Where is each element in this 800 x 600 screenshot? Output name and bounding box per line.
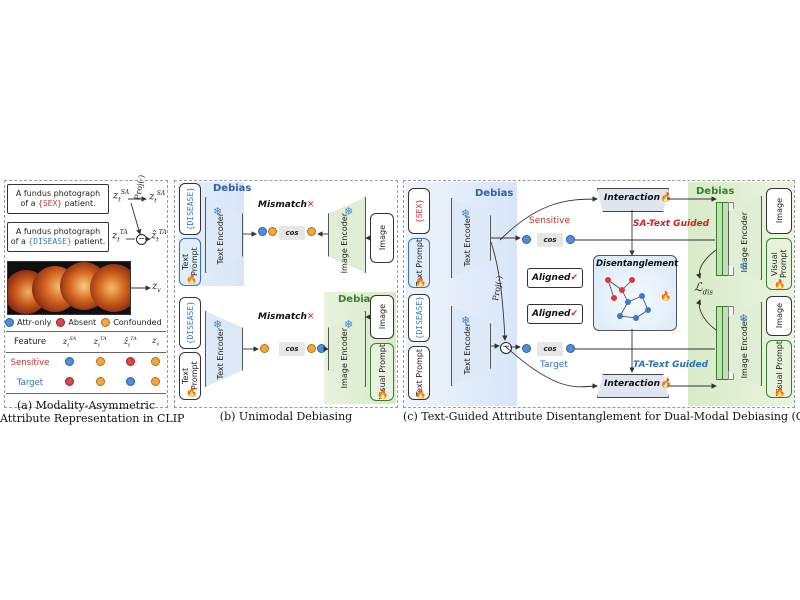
sex-prompt-box: A fundus photograph of a {SEX} patient. [7, 184, 109, 214]
b-upper-dot-left [258, 227, 267, 236]
sex-tag: {SEX} [38, 199, 63, 208]
c-ta-guided: TA-Text Guided [633, 360, 709, 370]
b-upper-dot-right [307, 227, 316, 236]
attr-only-dot [5, 317, 14, 327]
c-lower-cos: cos [537, 342, 563, 356]
c-upper-dot-right [566, 235, 575, 244]
b-lower-image-box: Image [370, 295, 394, 339]
c-upper-cos: cos [537, 233, 563, 247]
z-ta-label: ztTA [112, 229, 128, 244]
c-sensitive-label: Sensitive [529, 216, 571, 226]
b-lower-dot-left [260, 344, 269, 353]
z-v-label: zv [152, 281, 161, 294]
c-lower-dot-right [566, 344, 575, 353]
flame-icon: 🔥 [377, 390, 389, 400]
c-lower-interaction-label: Interaction🔥 [604, 379, 672, 389]
row-sensitive-label: Sensitive [10, 358, 50, 368]
flame-icon: 🔥 [774, 280, 786, 290]
c-graph-icon [605, 277, 651, 321]
c-upper-image-encoder [728, 196, 762, 280]
c-debias-image-label: Debias [696, 186, 735, 197]
c-upper-interaction [597, 188, 669, 212]
c-lower-aligned-box: Aligned✔ [527, 304, 583, 324]
c-lower-image-box: Image [766, 296, 792, 336]
b-upper-debias-label: Debias [213, 183, 252, 194]
flame-icon: 🔥 [186, 275, 198, 285]
snowflake-icon: ❄ [461, 314, 471, 327]
flame-icon: 🔥 [774, 388, 786, 398]
confounded-dot [101, 317, 111, 327]
snowflake-icon: ❄ [461, 207, 471, 220]
flame-icon: 🔥 [186, 388, 198, 398]
caption-b: (b) Unimodal Debiasing [219, 410, 353, 423]
c-lower-interaction [597, 374, 669, 398]
b-lower-text-prompt: Text Prompt [179, 352, 201, 400]
disease-tag: {DISEASE} [28, 237, 72, 246]
row-target-label: Target [16, 378, 44, 388]
b-lower-mismatch: Mismatch✕ [258, 312, 315, 322]
c-upper-aligned-box: Aligned✔ [527, 268, 583, 288]
b-upper-disease-box: {DISEASE} [179, 183, 201, 235]
caption-a-line1: (a) Modality-Asymmetric [16, 399, 156, 412]
c-lower-text-prompt: Text Prompt [408, 346, 430, 400]
disease-prompt-box: A fundus photograph of a {DISEASE} patie… [7, 222, 109, 252]
flame-icon: 🔥 [660, 292, 672, 302]
c-upper-text-prompt: Text Prompt [408, 238, 430, 288]
b-lower-cos: cos [279, 342, 305, 356]
snowflake-icon: ❄ [213, 205, 223, 218]
fundus-images [7, 261, 131, 315]
b-upper-dot-left2 [268, 227, 277, 236]
b-lower-debias-label: Debias [338, 294, 377, 305]
panel-a [4, 180, 168, 408]
snowflake-icon: ❄ [739, 260, 749, 273]
c-upper-image-box: Image [766, 188, 792, 234]
panel-c [403, 180, 795, 408]
feature-table: Feature ztSA ztTA ẑtTA zv Sensitive Targ… [6, 331, 166, 394]
c-sex-box: {SEX} [408, 188, 430, 234]
flame-icon: 🔥 [415, 390, 427, 400]
c-upper-visual-prompt: Visual Prompt [766, 238, 792, 290]
c-target-label: Target [540, 360, 568, 370]
legend: Attr-only Absent Confounded [5, 316, 167, 328]
c-l-dis: ℒdis [694, 280, 713, 297]
c-sa-guided: SA-Text Guided [633, 219, 710, 229]
b-lower-dot-right2 [317, 344, 326, 353]
out-ta-label: ẑtTA [151, 229, 167, 244]
z-sa-label: ztSA [113, 189, 130, 204]
panel-b [174, 180, 398, 408]
c-debias-text-label: Debias [475, 188, 514, 199]
c-upper-interaction-label: Interaction🔥 [604, 193, 672, 203]
b-lower-dot-right [307, 344, 316, 353]
flame-icon: 🔥 [415, 278, 427, 288]
th-feature: Feature [13, 337, 47, 347]
c-disentanglement-label: Disentanglement [596, 259, 679, 269]
b-upper-image-box: Image [370, 213, 394, 263]
c-lower-image-encoder [728, 302, 762, 386]
b-upper-cos: cos [279, 226, 305, 240]
c-lower-visual-prompt: Visual Prompt [766, 340, 792, 398]
caption-a-line2: Attribute Representation in CLIP [0, 412, 185, 425]
snowflake-icon: ❄ [344, 318, 354, 331]
c-upper-dot-left [522, 235, 531, 244]
absent-dot [56, 317, 66, 327]
c-disease-box: {DISEASE} [408, 294, 430, 342]
c-lower-dot-left [522, 344, 531, 353]
snowflake-icon: ❄ [739, 312, 749, 325]
snowflake-icon: ❄ [344, 205, 354, 218]
snowflake-icon: ❄ [213, 318, 223, 331]
b-lower-disease-box: {DISEASE} [179, 297, 201, 349]
b-lower-visual-prompt: Visual Prompt [370, 343, 394, 401]
b-upper-mismatch: Mismatch✕ [258, 200, 315, 210]
out-sa-label: ztSA [149, 190, 166, 205]
b-upper-text-prompt: Text Prompt [179, 238, 201, 286]
caption-c: (c) Text-Guided Attribute Disentanglemen… [403, 410, 800, 423]
